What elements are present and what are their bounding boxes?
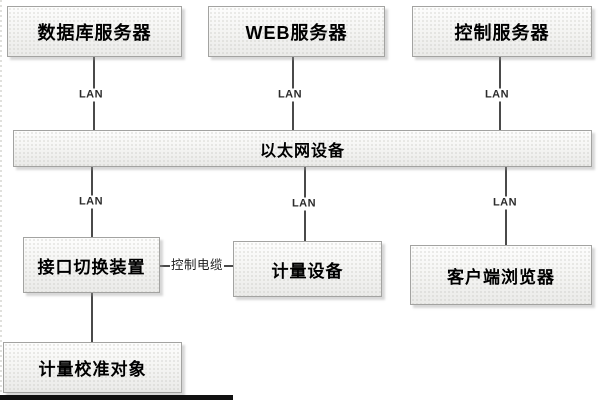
node-db-server-label: 数据库服务器 [37, 22, 152, 43]
node-web-server: WEB服务器 [208, 6, 385, 57]
bottom-cropped-bar [0, 395, 233, 400]
edge-interface-calibration [91, 293, 93, 342]
node-client-browser: 客户端浏览器 [410, 245, 592, 305]
node-control-server-label: 控制服务器 [454, 22, 550, 43]
lan-label-db: LAN [75, 88, 107, 102]
left-edge-texture [0, 0, 2, 400]
node-ethernet-device: 以太网设备 [13, 130, 592, 167]
node-metering-device: 计量设备 [233, 241, 382, 297]
lan-label-web: LAN [274, 88, 306, 102]
node-interface-switch: 接口切换装置 [23, 237, 160, 293]
node-calibration-object-label: 计量校准对象 [38, 360, 147, 379]
lan-label-metering: LAN [288, 197, 320, 211]
node-client-browser-label: 客户端浏览器 [447, 267, 555, 287]
node-db-server: 数据库服务器 [7, 6, 182, 57]
control-cable-label: 控制电缆 [169, 258, 225, 273]
node-ethernet-device-label: 以太网设备 [259, 142, 345, 160]
node-calibration-object: 计量校准对象 [3, 342, 182, 393]
lan-label-control: LAN [481, 88, 513, 102]
lan-label-client: LAN [489, 196, 521, 210]
node-interface-switch-label: 接口切换装置 [37, 257, 146, 277]
node-control-server: 控制服务器 [412, 6, 592, 57]
node-metering-device-label: 计量设备 [271, 261, 344, 281]
lan-label-interface: LAN [75, 195, 107, 209]
node-web-server-label: WEB服务器 [245, 22, 348, 43]
